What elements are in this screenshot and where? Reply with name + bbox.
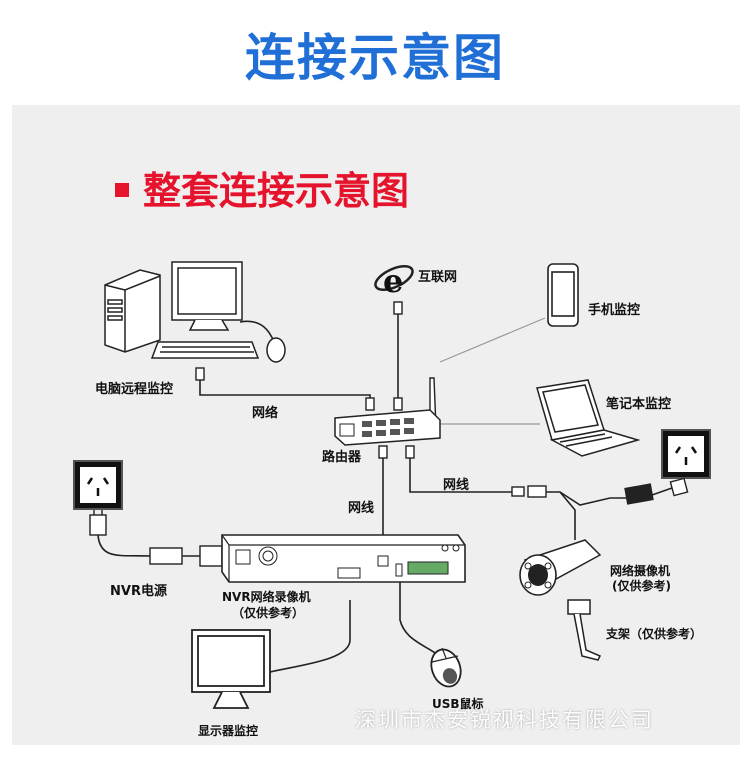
label-camera: 网络摄像机 [610, 564, 671, 578]
label-router: 路由器 [322, 450, 362, 465]
rj45-coupler-camera [527, 485, 547, 498]
rj45-plug-router-bottom [378, 445, 388, 459]
router-icon [334, 377, 441, 446]
internet-explorer-icon: e [374, 262, 414, 300]
cable-pc-mouse [239, 320, 275, 343]
outlet-right-icon [661, 429, 711, 479]
rj45-plug-internet [393, 301, 403, 315]
label-nvr-power: NVR电源 [110, 584, 167, 599]
rj45-plug-camera-a [511, 486, 525, 497]
rj45-plug-router-top [393, 397, 403, 411]
label-bracket: 支架（仅供参考） [606, 627, 703, 641]
label-nvr: NVR网络录像机 [222, 590, 311, 604]
usb-mouse-icon [430, 647, 462, 688]
label-laptop: 笔记本监控 [606, 397, 672, 412]
camera-power-adapter-icon [624, 477, 689, 505]
cable-outlet-power [97, 534, 151, 557]
rj45-plug-router-right [405, 445, 415, 459]
cable-adapter-plug [651, 487, 673, 496]
cable-nvr-monitor [269, 600, 351, 673]
cable-camera-adapter [559, 491, 628, 506]
nvr-recorder-icon [221, 534, 466, 583]
outlet-left-icon [73, 460, 123, 510]
bracket-icon [567, 599, 602, 661]
label-internet: 互联网 [418, 270, 458, 285]
pc-icon [104, 261, 286, 363]
phone-icon [547, 263, 579, 327]
laptop-icon [536, 379, 641, 457]
subtitle-bullet [115, 182, 129, 197]
cable-router-camera [409, 450, 520, 493]
diagram-subtitle: 整套连接示意图 [115, 160, 409, 215]
diagram-subtitle-text: 整套连接示意图 [143, 169, 410, 213]
label-phone: 手机监控 [588, 303, 641, 318]
cables [97, 312, 673, 673]
svg-text:e: e [383, 262, 403, 300]
label-network: 网络 [252, 406, 279, 421]
nvr-power-adapter-icon [149, 545, 223, 567]
monitor-icon [191, 629, 271, 709]
cable-camera-drop [545, 491, 576, 540]
label-mouse: USB鼠标 [432, 697, 484, 711]
wifi-link-phone [439, 317, 546, 363]
page-title: 连接示意图 [245, 29, 505, 87]
cable-nvr-mouse [399, 580, 439, 656]
label-camera-note: (仅供参考) [612, 579, 671, 593]
plug-left-icon [89, 510, 107, 536]
camera-icon [519, 539, 602, 596]
label-monitor: 显示器监控 [198, 724, 259, 738]
label-cable-center: 网线 [348, 501, 375, 516]
cable-pc-router [199, 380, 371, 408]
company-watermark: 深圳市杰安锐视科技有限公司 [355, 708, 654, 732]
rj45-plug-pc [195, 367, 205, 381]
label-pc: 电脑远程监控 [95, 382, 174, 397]
label-cable-right: 网线 [443, 478, 470, 493]
rj45-plug-router-left [365, 397, 375, 411]
label-nvr-note: （仅供参考） [232, 606, 305, 620]
